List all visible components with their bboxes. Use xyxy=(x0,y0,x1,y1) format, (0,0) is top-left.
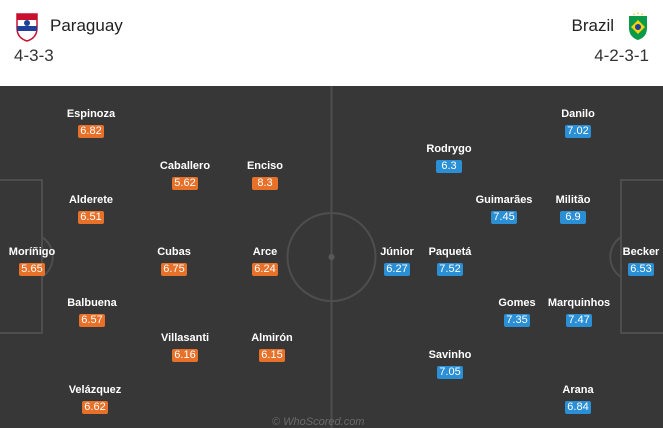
match-header: Paraguay 4-3-3 Brazil 4-2-3-1 xyxy=(0,0,663,86)
player-name: Espinoza xyxy=(66,108,116,120)
player-name: Becker xyxy=(622,246,660,258)
player-rating: 7.35 xyxy=(504,314,530,327)
paraguay-crest-icon xyxy=(16,13,38,42)
home-formation: 4-3-3 xyxy=(14,46,54,65)
player-name: Gomes xyxy=(498,297,536,309)
away-player[interactable]: Savinho 7.05 xyxy=(410,349,490,380)
player-rating: 7.52 xyxy=(437,263,463,276)
player-rating: 6.16 xyxy=(172,349,198,362)
player-rating: 7.02 xyxy=(565,125,591,138)
player-name: Almirón xyxy=(251,332,293,344)
home-player[interactable]: Balbuena 6.57 xyxy=(52,297,132,328)
player-rating: 6.62 xyxy=(82,401,108,414)
home-player[interactable]: Arce 6.24 xyxy=(225,246,305,277)
player-name: Cubas xyxy=(157,246,191,258)
away-player[interactable]: Paquetá 7.52 xyxy=(410,246,490,277)
player-rating: 7.47 xyxy=(566,314,592,327)
home-player[interactable]: Alderete 6.51 xyxy=(51,194,131,225)
player-rating: 6.82 xyxy=(78,125,104,138)
away-player[interactable]: Gomes 7.35 xyxy=(477,297,557,328)
player-rating: 6.51 xyxy=(78,211,104,224)
player-rating: 6.53 xyxy=(628,263,654,276)
player-name: Paquetá xyxy=(428,246,472,258)
home-player[interactable]: Villasanti 6.16 xyxy=(145,332,225,363)
player-rating: 6.15 xyxy=(259,349,285,362)
home-player[interactable]: Caballero 5.62 xyxy=(145,160,225,191)
whoscored-watermark: © WhoScored.com xyxy=(272,416,365,428)
player-rating: 6.75 xyxy=(161,263,187,276)
away-player[interactable]: Júnior 6.27 xyxy=(357,246,437,277)
home-player[interactable]: Cubas 6.75 xyxy=(134,246,214,277)
player-rating: 5.65 xyxy=(19,263,45,276)
player-rating: 7.45 xyxy=(491,211,517,224)
away-player[interactable]: Guimarães 7.45 xyxy=(464,194,544,225)
player-name: Savinho xyxy=(428,349,472,361)
player-name: Militão xyxy=(555,194,591,206)
player-rating: 7.05 xyxy=(437,366,463,379)
player-rating: 6.57 xyxy=(79,314,105,327)
player-name: Guimarães xyxy=(475,194,533,206)
player-name: Alderete xyxy=(68,194,114,206)
player-name: Balbuena xyxy=(67,297,117,309)
player-name: Júnior xyxy=(380,246,414,258)
away-player[interactable]: Danilo 7.02 xyxy=(538,108,618,139)
pitch-markings xyxy=(0,86,663,428)
player-rating: 6.3 xyxy=(436,160,462,173)
pitch: Espinoza 6.82 Caballero 5.62 Enciso 8.3 … xyxy=(0,86,663,428)
player-rating: 8.3 xyxy=(252,177,278,190)
player-rating: 6.27 xyxy=(384,263,410,276)
player-name: Villasanti xyxy=(160,332,210,344)
away-team-name[interactable]: Brazil xyxy=(571,16,614,35)
away-player[interactable]: Rodrygo 6.3 xyxy=(409,143,489,174)
player-name: Arce xyxy=(252,246,278,258)
away-player[interactable]: Militão 6.9 xyxy=(533,194,613,225)
away-player[interactable]: Becker 6.53 xyxy=(601,246,663,277)
player-name: Velázquez xyxy=(68,384,122,396)
player-name: Arana xyxy=(562,384,594,396)
home-player[interactable]: Velázquez 6.62 xyxy=(55,384,135,415)
player-name: Moríñigo xyxy=(8,246,56,258)
home-player[interactable]: Moríñigo 5.65 xyxy=(0,246,72,277)
player-rating: 6.9 xyxy=(560,211,586,224)
player-name: Caballero xyxy=(159,160,211,172)
player-rating: 6.84 xyxy=(565,401,591,414)
away-player[interactable]: Marquinhos 7.47 xyxy=(539,297,619,328)
brazil-crest-icon xyxy=(629,12,647,40)
player-rating: 5.62 xyxy=(172,177,198,190)
home-player[interactable]: Almirón 6.15 xyxy=(232,332,312,363)
player-name: Marquinhos xyxy=(547,297,611,309)
home-player[interactable]: Espinoza 6.82 xyxy=(51,108,131,139)
away-player[interactable]: Arana 6.84 xyxy=(538,384,618,415)
player-name: Danilo xyxy=(561,108,595,120)
home-player[interactable]: Enciso 8.3 xyxy=(225,160,305,191)
player-name: Rodrygo xyxy=(426,143,472,155)
player-name: Enciso xyxy=(246,160,284,172)
player-rating: 6.24 xyxy=(252,263,278,276)
home-team-name[interactable]: Paraguay xyxy=(50,16,123,35)
away-formation: 4-2-3-1 xyxy=(594,46,649,65)
